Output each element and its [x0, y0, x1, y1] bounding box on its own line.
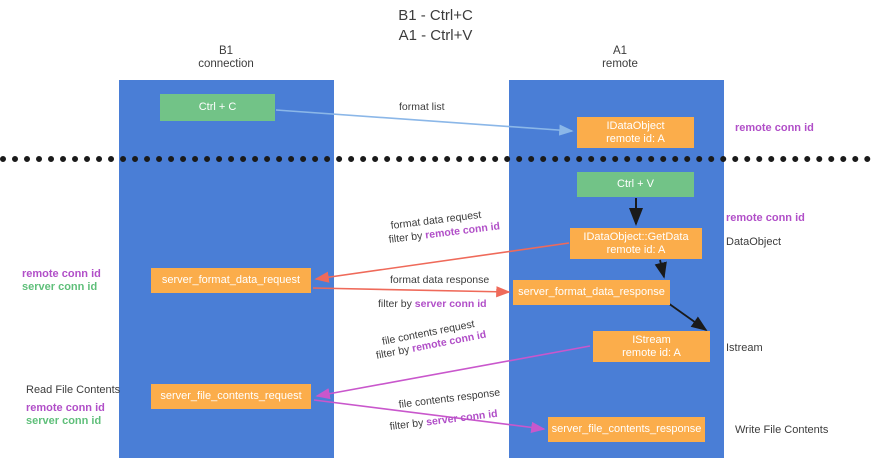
column-header-b1-subtitle: connection [198, 58, 254, 70]
filter-key-server-conn-id: server conn id [414, 298, 487, 310]
label-left-conn-ids-bottom: remote conn id server conn id [26, 402, 105, 428]
box-server-file-contents-response[interactable]: server_file_contents_response [548, 417, 705, 442]
edge-label-format-list: format list [399, 101, 445, 114]
box-istream-line2: remote id: A [622, 346, 681, 359]
label-read-file-contents-text: Read File Contents [26, 384, 121, 396]
label-left-server-conn-id-2: server conn id [26, 415, 102, 427]
section-divider [0, 156, 871, 162]
box-istream[interactable]: IStream remote id: A [593, 331, 710, 362]
label-left-remote-conn-id-2: remote conn id [26, 402, 105, 414]
title-line-2: A1 - Ctrl+V [398, 27, 473, 44]
column-header-a1-name: A1 [612, 45, 628, 57]
label-remote-conn-id-mid: remote conn id [726, 212, 805, 225]
filter-prefix: filter by [378, 298, 415, 310]
label-write-file-contents-text: Write File Contents [735, 424, 829, 436]
label-istream: Istream [726, 342, 763, 355]
page-title: B1 - Ctrl+C A1 - Ctrl+V [0, 6, 871, 46]
box-getdata-line1: IDataObject::GetData [583, 230, 689, 243]
box-idataobject-line2: remote id: A [606, 132, 665, 145]
label-dataobject-text: DataObject [726, 236, 782, 248]
label-left-server-conn-id-1: server conn id [22, 281, 98, 293]
box-server-file-contents-request[interactable]: server_file_contents_request [151, 384, 311, 409]
filter-prefix: filter by [389, 416, 427, 433]
filter-prefix: filter by [375, 342, 414, 362]
edge-label-format-list-text: format list [399, 101, 445, 113]
column-header-a1: A1 remote [540, 45, 700, 71]
box-server-file-contents-response-label: server_file_contents_response [551, 423, 702, 435]
title-line-1: B1 - Ctrl+C [398, 7, 473, 24]
box-idataobject-line1: IDataObject [606, 119, 665, 132]
box-idataobject[interactable]: IDataObject remote id: A [577, 117, 694, 148]
edge-label-file-contents-response-filter: filter by server conn id [389, 408, 498, 434]
column-header-b1: B1 connection [146, 45, 306, 71]
filter-key-server-conn-id: server conn id [425, 407, 499, 429]
label-dataobject: DataObject [726, 236, 781, 249]
box-ctrl-c-label: Ctrl + C [198, 101, 237, 113]
box-server-file-contents-request-label: server_file_contents_request [160, 390, 302, 402]
box-ctrl-c[interactable]: Ctrl + C [160, 94, 275, 121]
box-server-format-data-response-label: server_format_data_response [518, 286, 665, 298]
label-remote-conn-id-mid-text: remote conn id [726, 212, 805, 224]
box-getdata-line2: remote id: A [606, 243, 666, 256]
label-istream-text: Istream [726, 342, 763, 354]
box-ctrl-v-label: Ctrl + V [617, 178, 654, 190]
edge-label-format-data-response: format data response [390, 274, 489, 287]
label-read-file-contents: Read File Contents [26, 384, 120, 397]
edge-label-format-data-response-text: format data response [390, 274, 490, 286]
box-ctrl-v[interactable]: Ctrl + V [577, 172, 694, 197]
column-header-a1-subtitle: remote [602, 58, 638, 70]
box-server-format-data-request[interactable]: server_format_data_request [151, 268, 311, 293]
box-server-format-data-response[interactable]: server_format_data_response [513, 280, 670, 305]
label-left-conn-ids-top: remote conn id server conn id [22, 268, 101, 294]
label-write-file-contents: Write File Contents [735, 424, 828, 437]
label-left-remote-conn-id-1: remote conn id [22, 268, 101, 280]
column-header-b1-name: B1 [218, 45, 234, 57]
box-idataobject-getdata[interactable]: IDataObject::GetData remote id: A [570, 228, 702, 259]
label-remote-conn-id-top: remote conn id [735, 122, 814, 135]
box-istream-line1: IStream [632, 333, 671, 346]
edge-label-file-contents-response-text: file contents response [398, 386, 501, 411]
edge-label-format-data-response-filter: filter by server conn id [378, 298, 487, 311]
box-server-format-data-request-label: server_format_data_request [161, 274, 301, 286]
label-remote-conn-id-top-text: remote conn id [735, 122, 814, 134]
